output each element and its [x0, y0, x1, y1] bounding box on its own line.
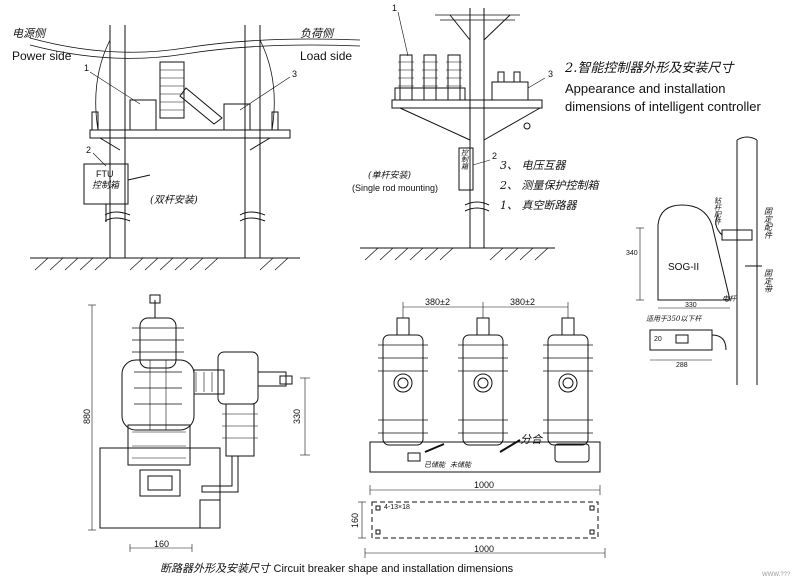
load-side-cn: 负荷侧 — [300, 27, 333, 40]
controller-note: 适用于350以下杆 — [646, 315, 702, 323]
legend-item-1: 1、 真空断路器 — [500, 199, 577, 212]
ftu-label: FTU — [96, 169, 114, 179]
single-pole-drawing — [360, 8, 555, 261]
breaker-side-view — [88, 294, 310, 552]
fixed-band-label: 固定带 — [764, 269, 772, 294]
dim-base-width: 1000 — [474, 544, 495, 554]
callout-a-1: 1 — [84, 63, 90, 73]
ftu-label-cn: 控制箱 — [92, 181, 120, 191]
single-box-label: 控制箱 — [461, 149, 468, 171]
dim-base: 160 — [154, 539, 170, 549]
breaker-front-view — [358, 302, 606, 558]
callout-a-3: 3 — [292, 69, 298, 79]
section-title-en-2: dimensions of intelligent controller — [565, 99, 761, 114]
dim-total-height: 880 — [82, 408, 93, 425]
fixed-part-label: 固定配件 — [764, 207, 772, 240]
load-side-en: Load side — [300, 49, 353, 63]
legend-item-3: 3、 电压互器 — [500, 159, 566, 172]
callout-b-2: 2 — [492, 151, 498, 161]
caption: 断路器外形及安装尺寸 Circuit breaker shape and ins… — [160, 562, 514, 575]
section-title-cn: 2.智能控制器外形及安装尺寸 — [565, 61, 734, 76]
callout-b-3: 3 — [548, 69, 554, 79]
pole-label: 电杆 — [722, 295, 736, 303]
open-close-label: 分合 — [520, 433, 542, 446]
stored-label: 已储能 — [424, 461, 445, 469]
dim-base-depth: 160 — [350, 512, 361, 529]
callout-b-1: 1 — [392, 3, 398, 13]
watermark: WWW.??? — [762, 572, 791, 578]
holes-label: 4-13×18 — [384, 504, 410, 511]
controller-model: SOG-II — [668, 262, 700, 273]
dim-spacing-1: 380±2 — [425, 297, 450, 307]
dim-arm-height: 330 — [292, 408, 303, 425]
callout-a-2: 2 — [86, 145, 92, 155]
dim-width: 1000 — [474, 480, 495, 490]
mount-height: 20 — [654, 336, 662, 343]
mount-width: 288 — [676, 362, 688, 369]
power-side-cn: 电源侧 — [12, 27, 45, 40]
double-pole-drawing — [29, 25, 361, 271]
bushing-right — [543, 317, 593, 446]
power-side-en: Power side — [12, 49, 72, 63]
single-mount-en: (Single rod mounting) — [352, 183, 439, 193]
bushing-left — [378, 317, 428, 446]
dim-spacing-2: 380±2 — [510, 297, 535, 307]
single-mount-cn: (单杆安装) — [368, 171, 412, 181]
section-title-en-1: Appearance and installation — [565, 81, 726, 96]
not-stored-label: 未储能 — [450, 461, 471, 469]
controller-drawing — [636, 136, 762, 385]
legend-item-2: 2、 测量保护控制箱 — [500, 179, 599, 192]
controller-dim-height: 340 — [626, 250, 638, 257]
bracket-label: 钻杆配件 — [714, 197, 721, 226]
double-mount-label: (双杆安装) — [150, 195, 198, 206]
bushing-middle — [458, 317, 508, 446]
controller-dim-width: 330 — [685, 302, 697, 309]
